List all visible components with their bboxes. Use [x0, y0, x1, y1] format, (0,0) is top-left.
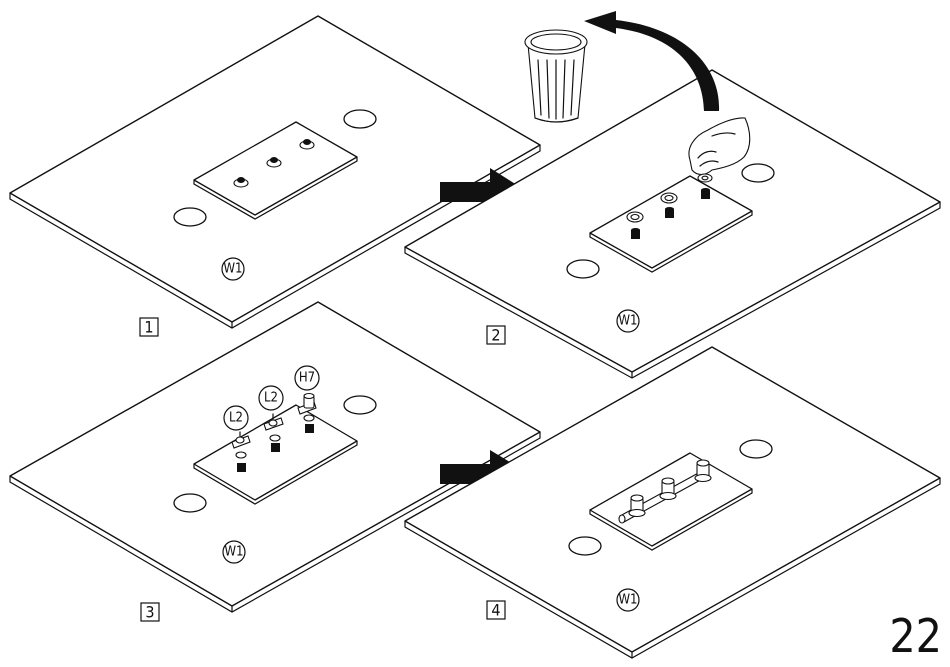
board-tag-label: W1	[618, 314, 637, 329]
part-tag-label: H7	[299, 371, 315, 386]
step-1-panel: W1 1	[10, 16, 540, 337]
step-number: 4	[491, 601, 500, 620]
washer-icon	[627, 212, 643, 222]
step-number: 1	[144, 318, 153, 337]
board-tag-badge: W1	[222, 258, 244, 280]
hole-icon	[567, 260, 599, 278]
connector-fitting-icon	[695, 460, 711, 482]
hole-icon	[174, 208, 206, 226]
page-number: 22	[889, 609, 942, 663]
hole-icon	[742, 164, 774, 182]
part-tag-label: L2	[264, 391, 278, 406]
hole-icon	[174, 494, 206, 512]
hole-icon	[344, 396, 376, 414]
step-number: 3	[145, 603, 154, 622]
washer-icon	[661, 193, 677, 203]
step-number-box: 3	[141, 603, 159, 622]
part-tag-badge: L2	[259, 386, 283, 410]
board-tag-label: W1	[224, 545, 243, 560]
connector-fitting-icon	[629, 495, 645, 517]
hole-icon	[740, 440, 772, 458]
part-tag-badge: L2	[224, 406, 248, 430]
board-tag-label: W1	[223, 262, 242, 277]
connector-fitting-icon	[660, 478, 676, 500]
part-tag-label: L2	[229, 411, 243, 426]
step-4-panel: W1 4	[405, 347, 940, 658]
step-number-box: 1	[140, 318, 158, 337]
board-tag-badge: W1	[617, 589, 639, 611]
board-tag-badge: W1	[223, 541, 245, 563]
board-tag-badge: W1	[617, 310, 639, 332]
trash-bin-icon	[525, 30, 587, 122]
hole-icon	[569, 537, 601, 555]
board-tag-label: W1	[618, 593, 637, 608]
step-number-box: 4	[487, 601, 505, 620]
hole-icon	[344, 110, 376, 128]
nut-icon	[665, 207, 674, 218]
nut-icon	[701, 188, 710, 199]
step-number-box: 2	[487, 326, 505, 345]
step-number: 2	[491, 326, 500, 345]
part-tag-badge: H7	[295, 366, 319, 390]
step-3-panel: L2 L2 H7 W1 3	[10, 302, 540, 622]
nut-icon	[631, 228, 640, 239]
